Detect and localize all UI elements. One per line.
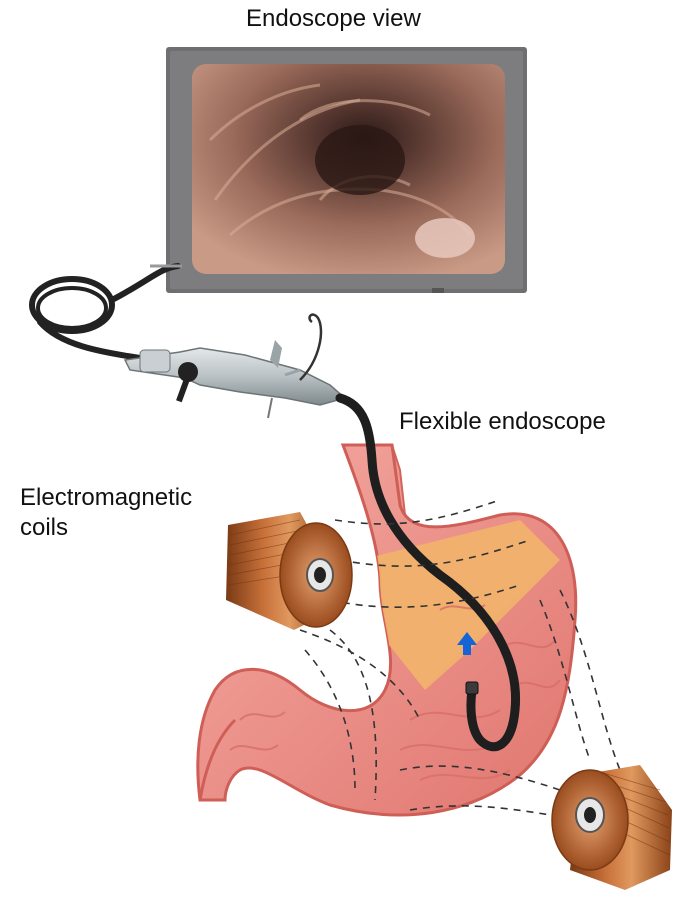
- coils-label-line2: coils: [20, 513, 192, 543]
- cable-icon: [32, 266, 178, 358]
- endoscope-view-label: Endoscope view: [246, 4, 421, 34]
- electromagnetic-coil-icon: [552, 765, 672, 890]
- coils-label-line1: Electromagnetic: [20, 483, 192, 513]
- flexible-endoscope-label: Flexible endoscope: [399, 407, 606, 437]
- electromagnetic-coil-icon: [226, 512, 352, 630]
- electromagnetic-coils-label: Electromagnetic coils: [20, 483, 192, 543]
- stomach-icon: [198, 445, 576, 815]
- monitor-icon: [166, 47, 527, 293]
- endoscope-handle-icon: [125, 315, 345, 418]
